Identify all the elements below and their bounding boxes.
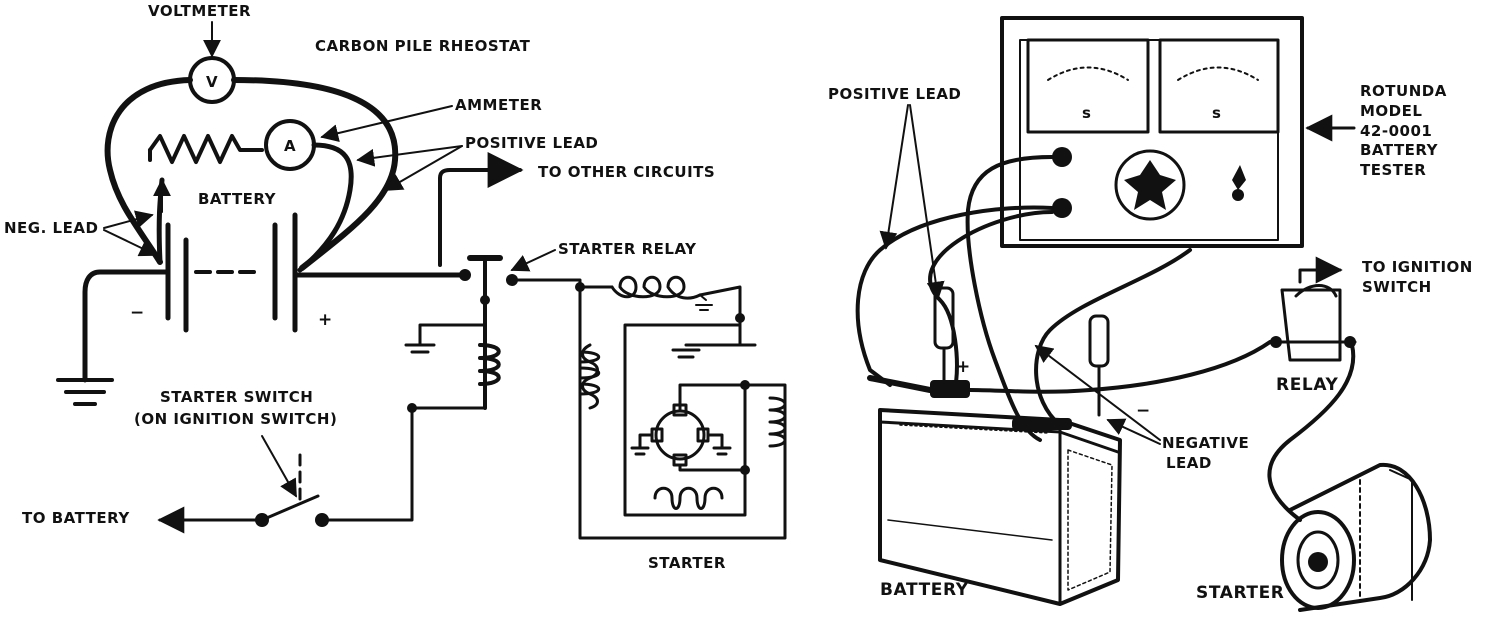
tester-cable-3: [928, 210, 1054, 392]
load-control-knob: [1114, 149, 1186, 221]
to-other-circuits-label: TO OTHER CIRCUITS: [538, 163, 715, 181]
rotunda-label-2: MODEL: [1360, 102, 1422, 120]
right-battery-plus: +: [956, 357, 971, 377]
ammeter-pointer: [320, 105, 453, 142]
switch-terminal-2: [315, 513, 329, 527]
neg-lead-label: NEG. LEAD: [4, 219, 98, 237]
voltmeter-neg-lead: [104, 77, 193, 265]
to-battery-label: TO BATTERY: [22, 509, 130, 527]
relay-to-switch-wire: [318, 406, 487, 522]
rotunda-label-1: ROTUNDA: [1360, 82, 1447, 100]
right-positive-lead-label: POSITIVE LEAD: [828, 85, 961, 103]
positive-lead-pointer-2: [384, 145, 463, 191]
right-battery-label: BATTERY: [880, 580, 969, 600]
left-starter-label: STARTER: [648, 554, 726, 572]
voltmeter-label: VOLTMETER: [148, 2, 251, 20]
tester-positive-cable: [965, 155, 1054, 442]
right-pictorial: s s POSITIVE LEAD ROTUNDA MODEL 42-0001 …: [828, 16, 1473, 612]
battery-to-relay-cable: [968, 340, 1272, 394]
pictorial-relay: [1268, 284, 1357, 362]
neg-lead-pointer-2: [103, 229, 158, 257]
positive-lead-pointer-a: [879, 104, 909, 250]
tester-terminal-bottom: [1052, 198, 1072, 218]
starter-switch-pointer: [261, 435, 297, 498]
to-ignition-label-2: SWITCH: [1362, 278, 1432, 296]
tester-ammeter-dial: [1158, 38, 1280, 134]
starter-schematic: [510, 275, 787, 540]
right-starter-label: STARTER: [1196, 583, 1285, 603]
rheostat-resistor: [148, 134, 264, 164]
ammeter-pos-lead: [297, 142, 354, 273]
pictorial-battery: [867, 286, 1122, 606]
relay-coil: [478, 343, 501, 386]
starter-relay-label: STARTER RELAY: [558, 240, 697, 258]
to-other-circuits-wire: [438, 152, 524, 267]
negative-lead-pointer-a: [1034, 344, 1161, 441]
ground-symbol: [56, 378, 114, 406]
switch-blade: [260, 494, 320, 522]
voltmeter-symbol: V: [188, 56, 236, 104]
battery-tester: s s: [1000, 16, 1304, 248]
voltmeter-v-label: V: [206, 73, 218, 91]
ammeter-a-label: A: [284, 137, 296, 155]
to-ignition-wire: [1298, 256, 1343, 284]
starter-switch-label-1: STARTER SWITCH: [160, 388, 313, 406]
relay-terminal-in: [459, 269, 471, 281]
relay-label: RELAY: [1276, 375, 1338, 395]
relay-to-starter-cable: [1267, 343, 1356, 522]
svg-text:s: s: [1212, 104, 1221, 122]
to-ignition-label-1: TO IGNITION: [1362, 258, 1473, 276]
tester-voltmeter-dial: [1026, 38, 1150, 134]
negative-lead-pointer-b: [1106, 418, 1161, 445]
starter-switch-label-2: (ON IGNITION SWITCH): [134, 410, 337, 428]
negative-lead-label-2: LEAD: [1166, 454, 1212, 472]
pictorial-starter: [1280, 462, 1432, 612]
selector-switch: [1232, 165, 1246, 190]
rotunda-label-3: 42-0001: [1360, 122, 1432, 140]
negative-lead-label-1: NEGATIVE: [1162, 434, 1249, 452]
positive-lead-pointer-1: [356, 145, 463, 167]
left-positive-lead-label: POSITIVE LEAD: [465, 134, 598, 152]
relay-coil-node: [480, 295, 490, 305]
switch-wire-node: [407, 403, 417, 413]
voltmeter-pos-lead: [231, 77, 399, 271]
battery-plus-sign: +: [318, 310, 333, 330]
positive-lead-pointer-b: [909, 104, 945, 300]
svg-text:s: s: [1082, 104, 1091, 122]
ammeter-symbol: A: [264, 119, 316, 171]
battery-ground-wire: [82, 269, 171, 383]
left-battery-label: BATTERY: [198, 190, 277, 208]
battery-symbol: [165, 212, 298, 333]
relay-ground-symbol: [404, 343, 436, 354]
rotunda-label-4: BATTERY: [1360, 141, 1439, 159]
starter-relay-pointer: [510, 249, 556, 272]
neg-lead-pointer-1: [103, 210, 154, 229]
battery-minus-sign: −: [130, 303, 145, 323]
right-battery-minus: −: [1136, 401, 1151, 421]
carbon-pile-rheostat-label: CARBON PILE RHEOSTAT: [315, 37, 531, 55]
relay-coil-ground-wire: [418, 323, 487, 347]
ammeter-label: AMMETER: [455, 96, 542, 114]
negative-probe: [1088, 314, 1110, 368]
tester-terminal-top: [1052, 147, 1072, 167]
tester-cable-4: [1034, 248, 1192, 427]
tester-cable-2: [855, 205, 1054, 387]
rotunda-label-5: TESTER: [1360, 161, 1426, 179]
left-schematic: V VOLTMETER CARBON PILE RHEOSTAT A AMMET…: [4, 2, 787, 572]
